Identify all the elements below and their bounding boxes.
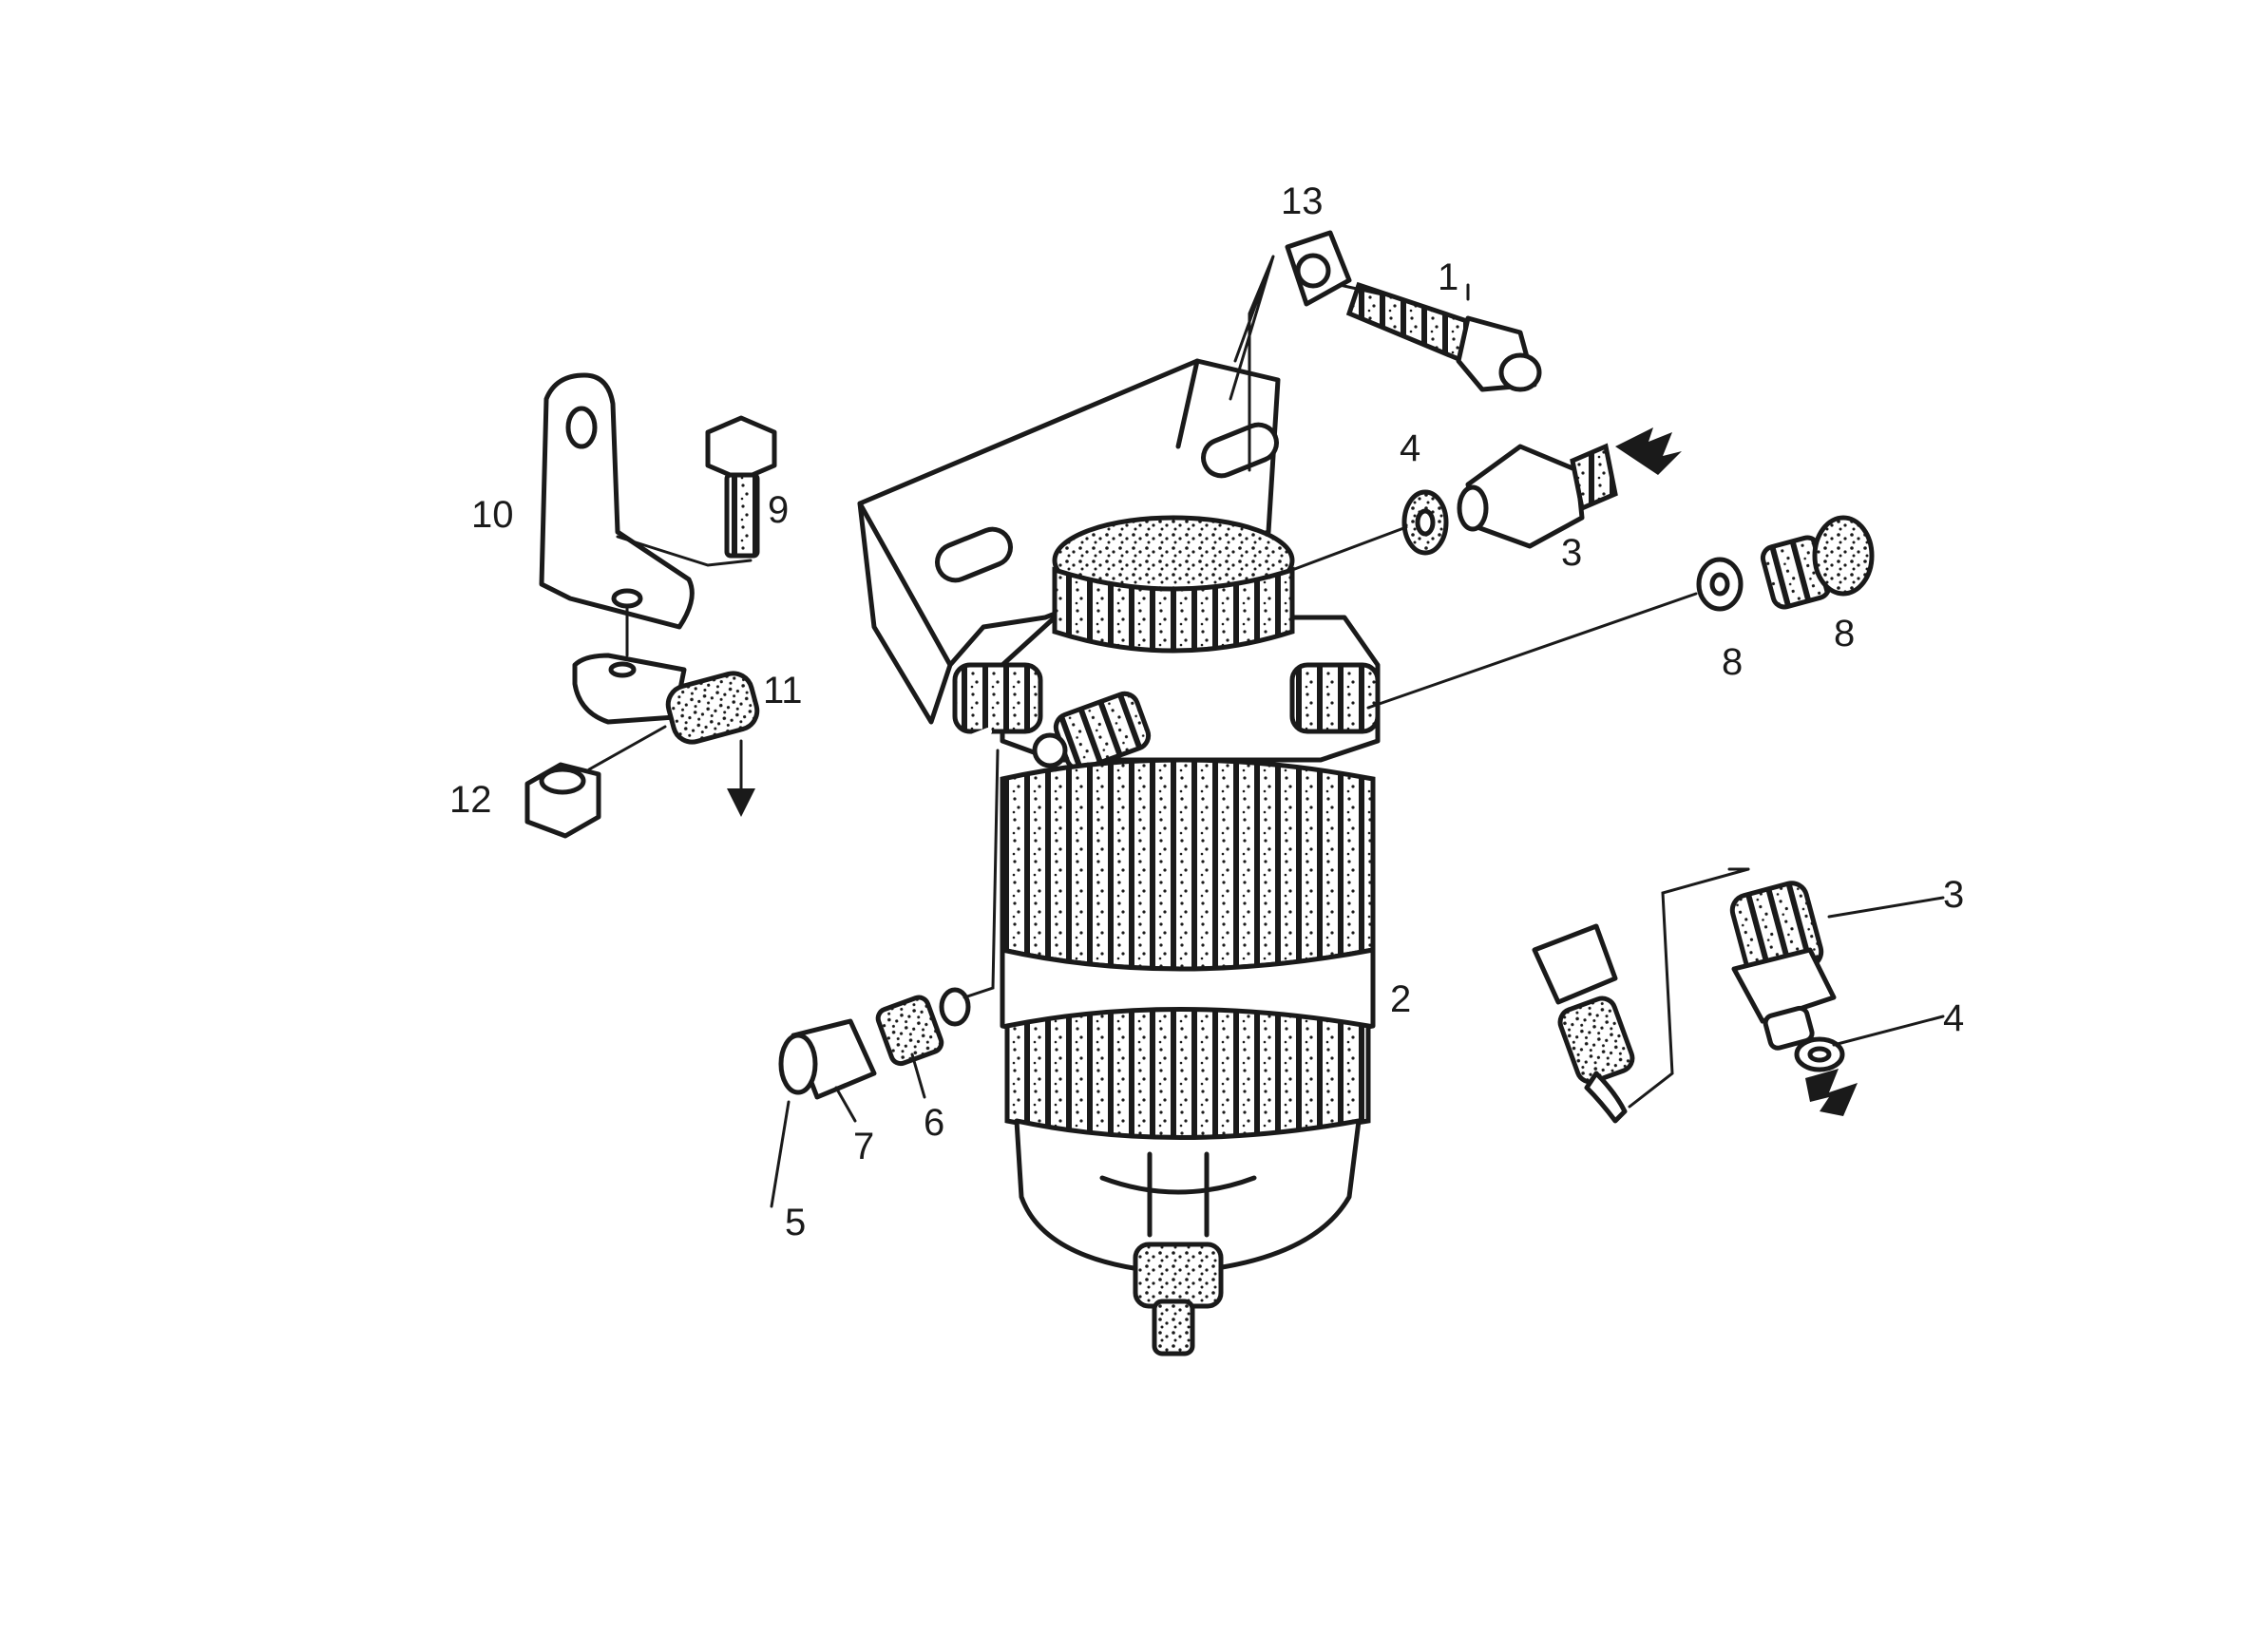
label-4-upper: 4 — [1400, 427, 1420, 469]
nut — [524, 762, 601, 839]
pipe-nut — [778, 1018, 877, 1100]
plug — [1760, 515, 1875, 610]
filter-housing — [952, 515, 1381, 1356]
label-13: 13 — [1281, 180, 1324, 222]
label-12: 12 — [449, 779, 492, 821]
label-2: 2 — [1390, 978, 1411, 1020]
label-7: 7 — [853, 1126, 874, 1167]
label-5: 5 — [785, 1202, 806, 1243]
label-9: 9 — [768, 489, 789, 531]
label-8-plug: 8 — [1834, 613, 1855, 654]
label-11: 11 — [763, 670, 803, 711]
label-6: 6 — [924, 1102, 944, 1144]
bolt — [1345, 281, 1542, 392]
banjo-screw — [875, 987, 971, 1067]
flow-arrow-lower — [1805, 1069, 1858, 1116]
leader-lines — [587, 255, 1945, 1208]
pipe-clip — [572, 653, 760, 745]
label-3-upper: 3 — [1561, 532, 1582, 574]
label-4-lower: 4 — [1943, 997, 1964, 1039]
spacer-washer — [1285, 230, 1352, 307]
label-10: 10 — [471, 494, 514, 536]
fitting-upper — [1457, 443, 1618, 549]
label-8-washer: 8 — [1722, 641, 1743, 683]
label-3-lower: 3 — [1943, 874, 1964, 916]
fuel-pipe — [414, 571, 1635, 1210]
clip-bolt — [705, 415, 777, 559]
washer-upper — [1401, 489, 1449, 556]
part-labels: 1 2 3 3 4 4 5 6 7 8 8 9 10 11 12 13 — [449, 180, 1964, 1243]
pipe-clip-arrow — [727, 739, 755, 817]
flow-arrow-upper — [1615, 427, 1682, 475]
bracket — [539, 372, 695, 630]
label-1: 1 — [1438, 256, 1458, 298]
plug-washer — [1696, 557, 1744, 612]
fitting-lower — [1729, 881, 1837, 1051]
washer-lower — [1794, 1036, 1845, 1072]
